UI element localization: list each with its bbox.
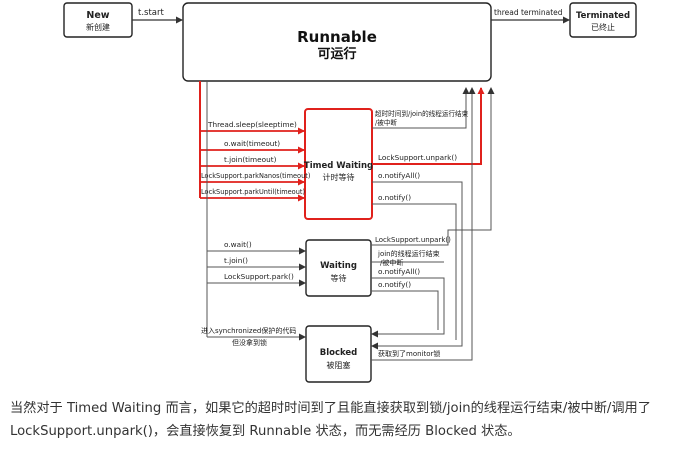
label-o-wait: o.wait() (224, 240, 252, 249)
label-timed-notify: o.notify() (378, 193, 411, 202)
state-runnable-box (182, 2, 492, 82)
state-blocked-label-zh: 被阻塞 (327, 360, 351, 370)
state-blocked-label: Blocked (320, 348, 358, 358)
label-blocked-enter-1: 进入synchronized保护的代码 (201, 326, 296, 335)
label-t-join: t.join() (224, 256, 248, 265)
state-terminated-label-zh: 已终止 (591, 22, 615, 32)
arrow-unpark-to-runnable (372, 87, 485, 165)
state-waiting-box (305, 239, 372, 297)
label-t-join-timeout: t.join(timeout) (224, 155, 277, 164)
label-terminated: thread terminated (494, 8, 563, 17)
label-start: t.start (138, 8, 164, 18)
state-runnable-label: Runnable (297, 28, 377, 46)
label-timed-unpark: LockSupport.unpark() (378, 153, 457, 162)
label-thread-sleep: Thread.sleep(sleeptime) (207, 120, 297, 129)
state-timed-waiting-label: Timed Waiting (304, 161, 373, 171)
arrow-blocked-to-runnable (371, 87, 476, 361)
label-park: LockSupport.park() (224, 272, 294, 281)
state-timed-waiting-label-zh: 计时等待 (323, 172, 355, 182)
label-timed-interrupted: /被中断 (375, 118, 397, 127)
arrow-timed-notify (372, 203, 457, 340)
arrow-waiting-notify (371, 290, 439, 330)
label-park-until: LockSupport.parkUntil(timeout) (201, 188, 305, 196)
label-park-nanos: LockSupport.parkNanos(timeout) (201, 172, 310, 180)
arrow-timeout-to-runnable (372, 87, 470, 129)
thread-state-diagram: New 新创建 Runnable 可运行 Terminated 已终止 Time… (63, 2, 637, 383)
state-waiting-label: Waiting (320, 261, 357, 271)
label-timed-timeout: 超时时间到/join的线程运行结束 (375, 109, 469, 118)
state-runnable-label-zh: 可运行 (317, 46, 356, 62)
arrows-waiting-enter (207, 247, 306, 341)
label-waiting-interrupted: /被中断 (380, 258, 403, 267)
label-blocked-enter-2: 但没拿到锁 (232, 338, 267, 347)
label-waiting-unpark: LockSupport.unpark() (375, 236, 451, 244)
label-blocked-exit: 获取到了monitor锁 (378, 349, 440, 358)
arrow-waiting-notifyall (371, 277, 445, 338)
state-terminated-box (569, 2, 637, 38)
state-terminated-label: Terminated (576, 11, 630, 21)
arrow-waiting-unpark (371, 87, 495, 246)
label-waiting-notify: o.notify() (378, 280, 411, 289)
arrows-timed-enter (200, 127, 305, 202)
state-blocked-box (305, 325, 372, 383)
label-waiting-notifyall: o.notifyAll() (378, 267, 420, 276)
caption-text: 当然对于 Timed Waiting 而言，如果它的超时时间到了且能直接获取到锁… (10, 401, 651, 439)
label-timed-notifyall: o.notifyAll() (378, 171, 420, 180)
label-o-wait-timeout: o.wait(timeout) (224, 139, 280, 148)
state-waiting-label-zh: 等待 (331, 273, 347, 283)
state-new-label-zh: 新创建 (86, 22, 110, 32)
arrow-timed-notifyall (371, 181, 463, 350)
state-new-label: New (86, 10, 109, 21)
label-waiting-join-end: join的线程运行结束 (377, 249, 440, 258)
